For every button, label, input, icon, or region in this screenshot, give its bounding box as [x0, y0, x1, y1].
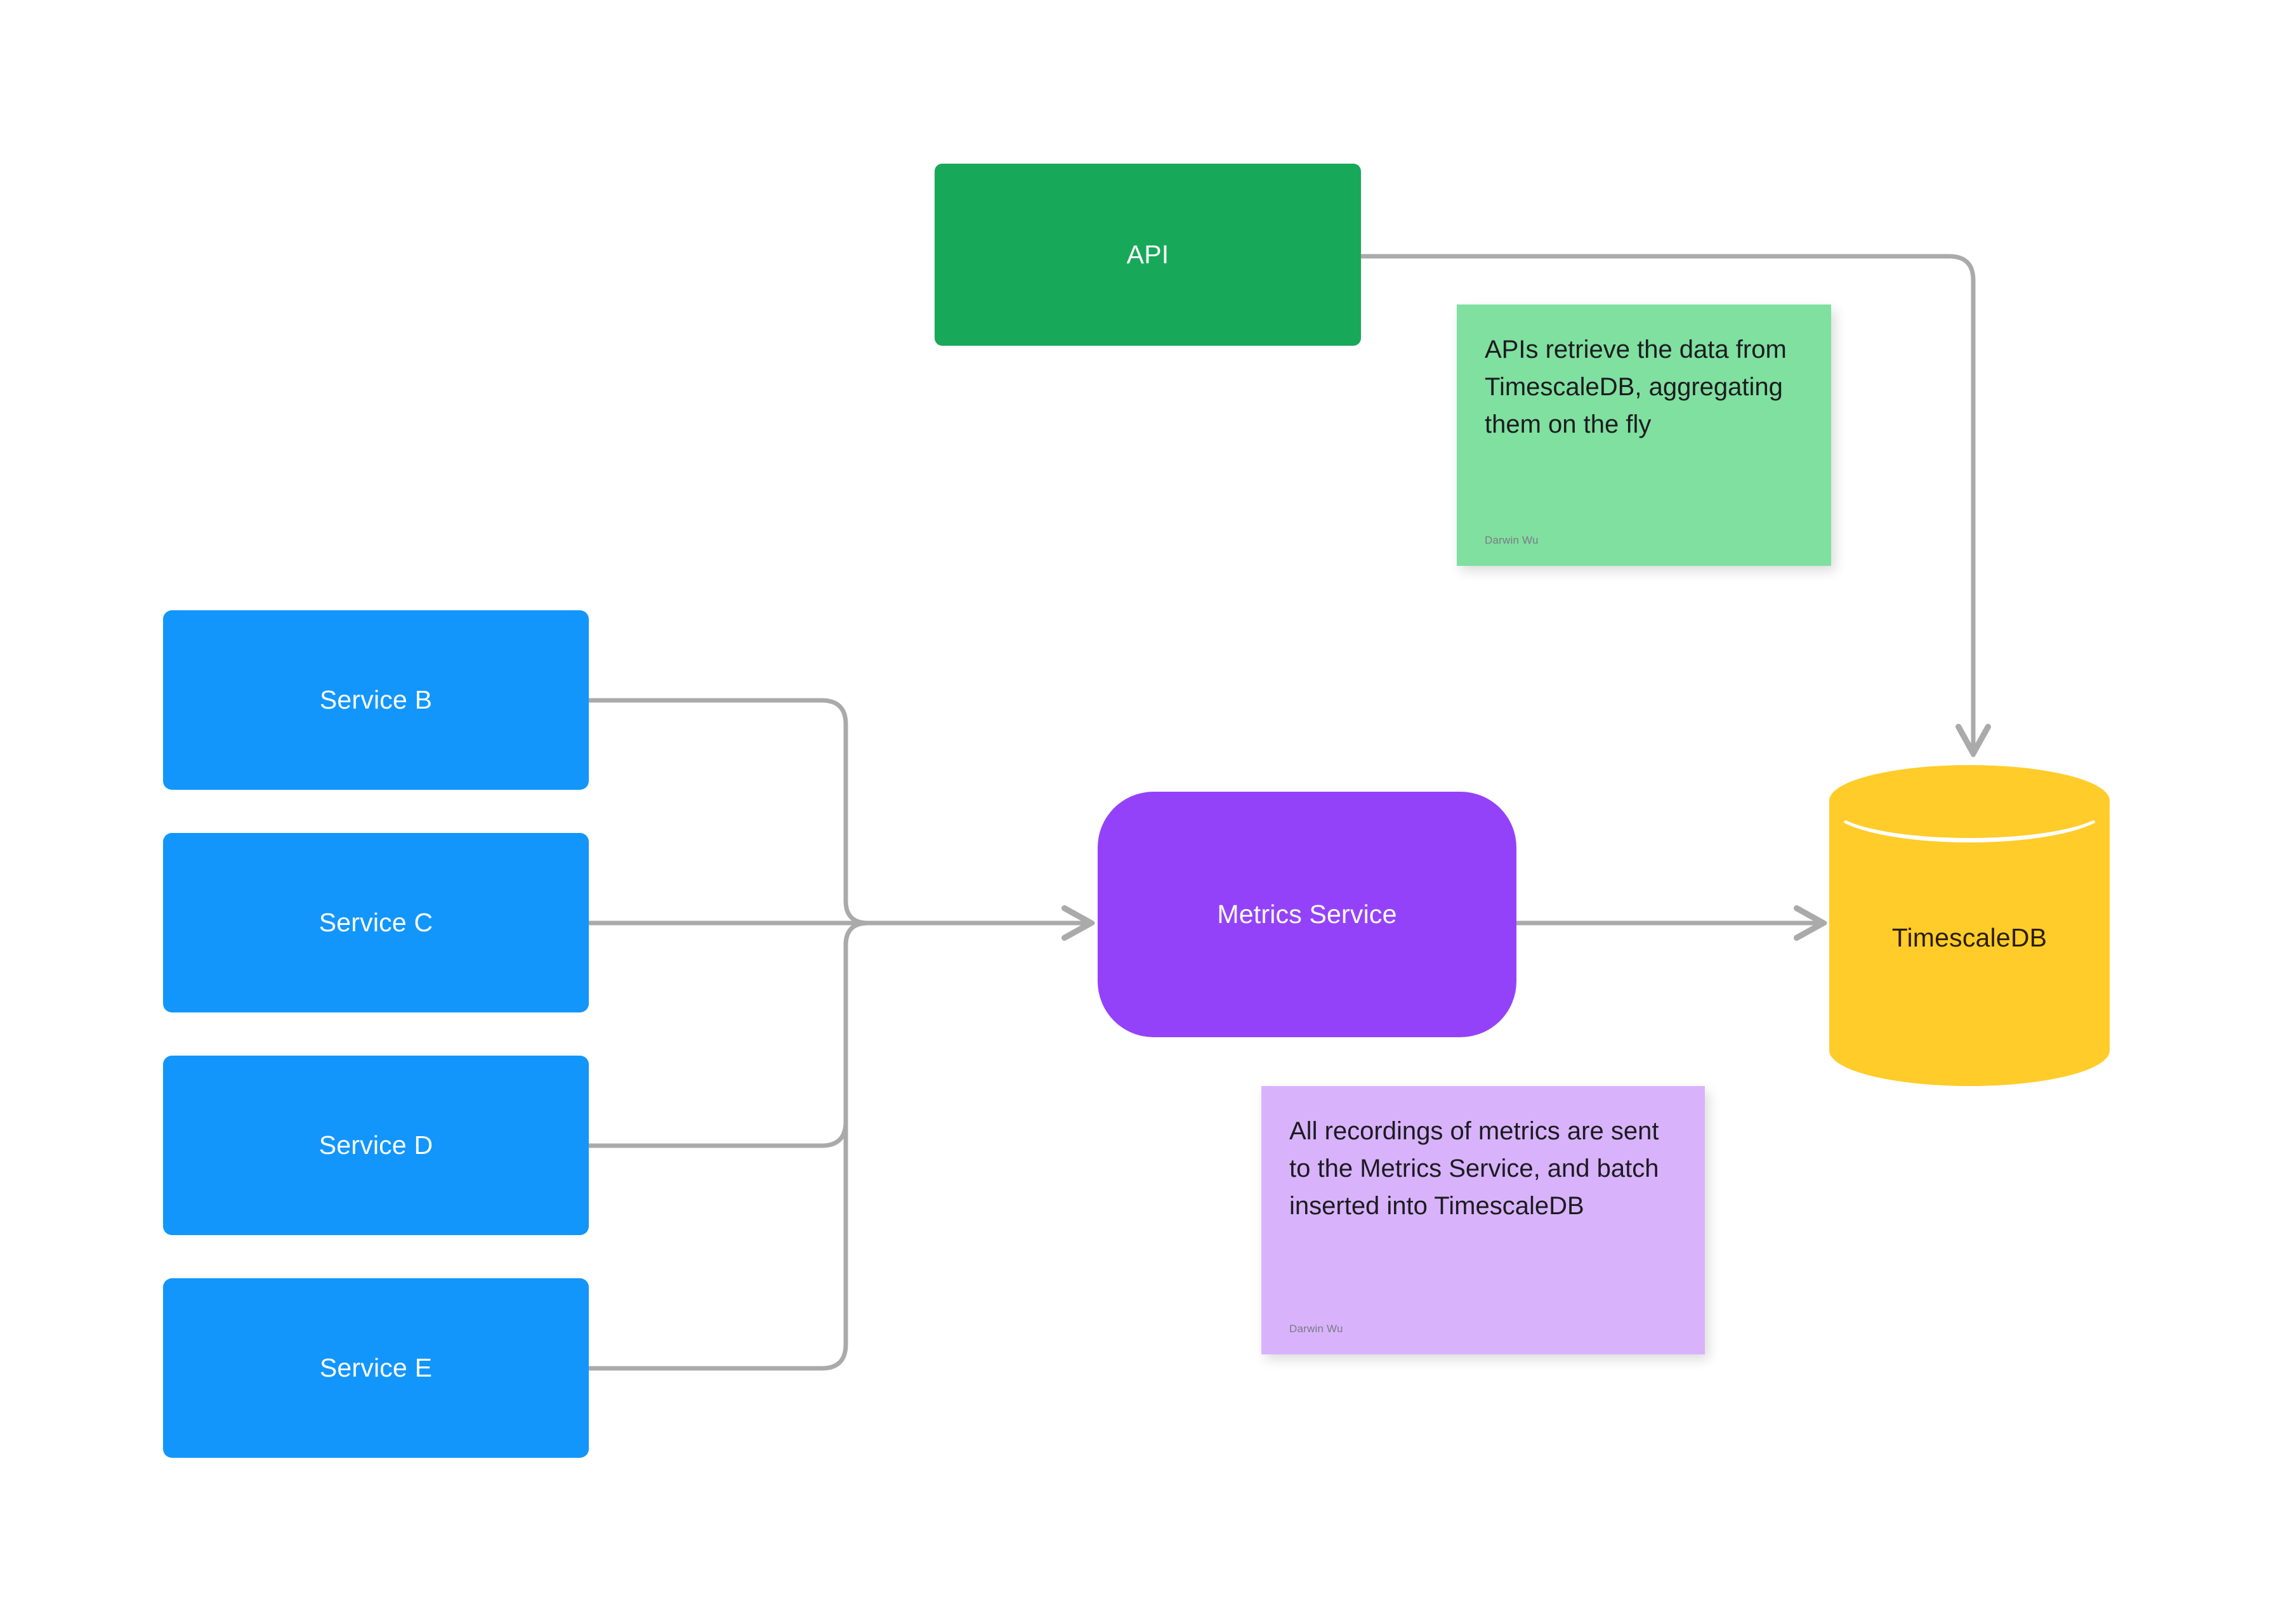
node-api[interactable]: API	[935, 164, 1361, 346]
node-api-label: API	[1126, 239, 1169, 269]
node-service-e[interactable]: Service E	[163, 1278, 589, 1458]
edge-service-e-to-metrics	[586, 920, 871, 1371]
node-service-d-label: Service D	[319, 1130, 433, 1160]
sticky-note-green-author: Darwin Wu	[1485, 534, 1539, 546]
node-service-c[interactable]: Service C	[163, 833, 589, 1012]
sticky-note-purple-author: Darwin Wu	[1289, 1323, 1343, 1335]
node-service-b[interactable]: Service B	[163, 610, 589, 790]
edge-service-d-to-metrics	[586, 920, 871, 1148]
node-service-c-label: Service C	[319, 907, 433, 937]
node-service-d[interactable]: Service D	[163, 1056, 589, 1235]
node-metrics-service[interactable]: Metrics Service	[1098, 792, 1516, 1037]
sticky-note-purple-text: All recordings of metrics are sent to th…	[1289, 1117, 1659, 1221]
sticky-note-green-text: APIs retrieve the data from TimescaleDB,…	[1485, 336, 1787, 439]
node-timescaledb[interactable]: TimescaleDB	[1829, 765, 2110, 1086]
sticky-note-green[interactable]: APIs retrieve the data from TimescaleDB,…	[1457, 304, 1831, 566]
cylinder-body	[1829, 801, 2110, 1086]
sticky-note-purple[interactable]: All recordings of metrics are sent to th…	[1261, 1086, 1705, 1354]
cylinder-seam-line	[1829, 771, 2110, 842]
node-timescaledb-label: TimescaleDB	[1891, 923, 2047, 953]
node-service-b-label: Service B	[319, 684, 433, 714]
node-service-e-label: Service E	[319, 1352, 433, 1382]
node-metrics-service-label: Metrics Service	[1217, 899, 1397, 929]
edge-service-b-to-metrics	[586, 698, 871, 926]
